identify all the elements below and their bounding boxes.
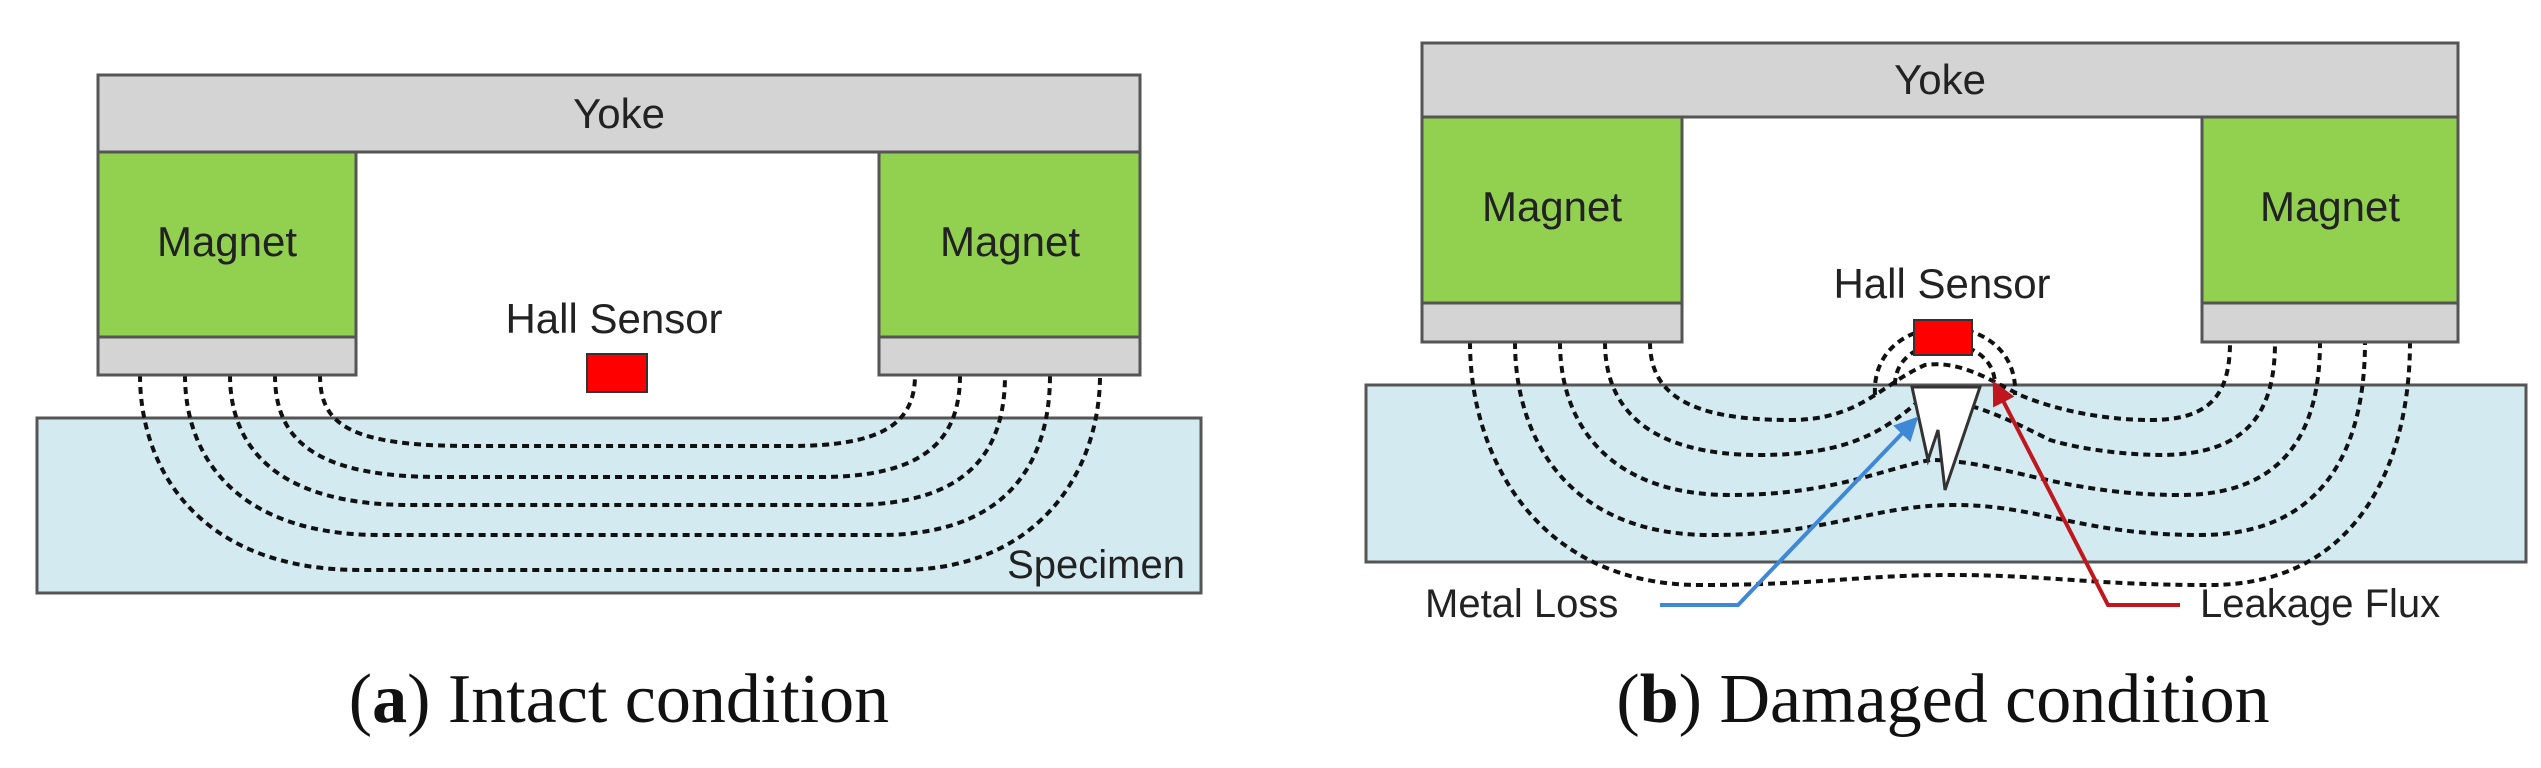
hall-sensor-icon	[1913, 319, 1973, 356]
hall-sensor-icon	[586, 353, 648, 393]
flux-line	[1468, 341, 2412, 588]
flux-line	[228, 374, 1007, 507]
hall-sensor-label: Hall Sensor	[505, 295, 722, 342]
flux-lines	[138, 374, 1102, 572]
crack-defect-icon	[1910, 385, 1983, 491]
flux-line	[318, 374, 917, 448]
magnet-right-label: Magnet	[2260, 183, 2400, 230]
magnet-left	[96, 150, 358, 339]
specimen-label: Specimen	[1007, 543, 1185, 587]
flux-line	[183, 374, 1052, 537]
panel-intact: Specimen Yoke Magnet Magnet Hall Sensor …	[35, 73, 1203, 738]
pole-piece-right	[877, 335, 1142, 377]
flux-line	[1648, 341, 2232, 423]
hall-sensor-label: Hall Sensor	[1833, 260, 2050, 307]
magnet-left	[1420, 115, 1684, 305]
metal-loss-label: Metal Loss	[1425, 582, 1618, 626]
panel-damaged: Yoke Magnet Magnet Hall Sensor Metal Los…	[1364, 41, 2528, 738]
yoke-label: Yoke	[1894, 56, 1986, 103]
yoke	[1420, 41, 2460, 119]
leakage-flux-label: Leakage Flux	[2200, 582, 2440, 626]
leakage-flux-arrow	[1992, 380, 2180, 607]
pole-piece-left	[96, 335, 358, 377]
pole-piece-left	[1420, 301, 1684, 344]
yoke	[96, 73, 1142, 154]
caption-a: (a) Intact condition	[349, 661, 889, 738]
magnet-left-label: Magnet	[1482, 183, 1622, 230]
metal-loss-arrow	[1660, 416, 1919, 607]
pole-piece-right	[2200, 301, 2460, 344]
flux-line	[273, 374, 962, 479]
magnet-right	[2200, 115, 2460, 305]
yoke-label: Yoke	[573, 90, 665, 137]
caption-b: (b) Damaged condition	[1616, 661, 2269, 738]
magnet-right	[877, 150, 1142, 339]
flux-line	[1513, 341, 2367, 538]
magnet-right-label: Magnet	[940, 218, 1080, 265]
magnet-left-label: Magnet	[157, 218, 297, 265]
